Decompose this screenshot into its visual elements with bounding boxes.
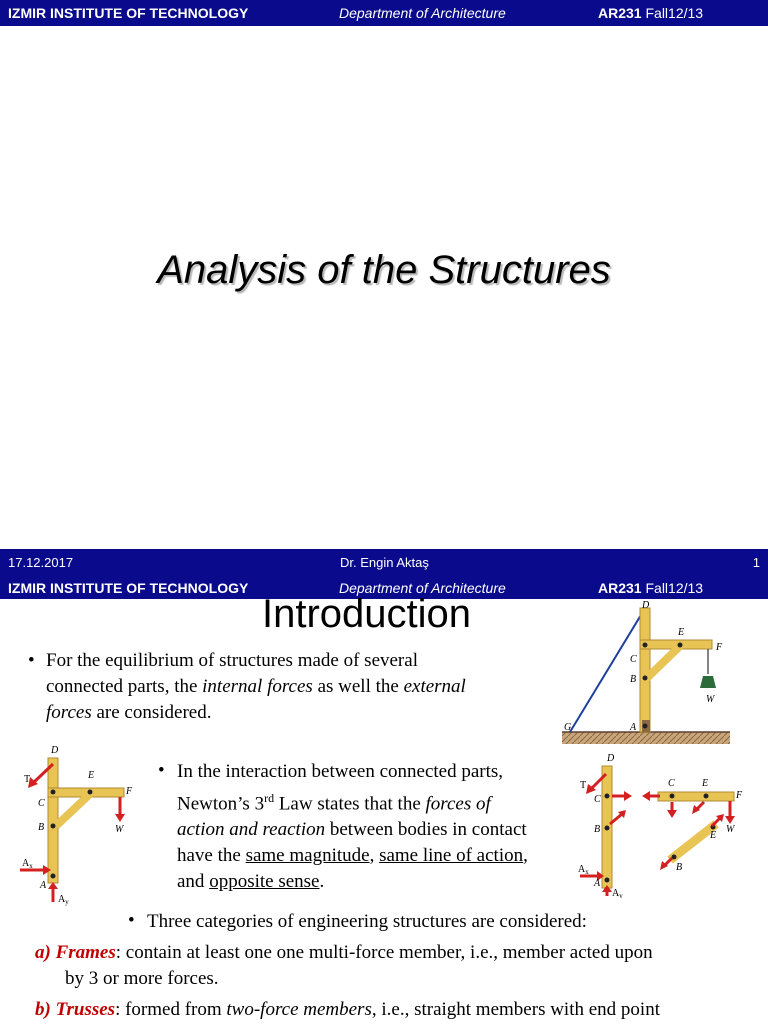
item-b-t1: : formed from: [115, 999, 227, 1020]
post: [639, 607, 651, 733]
department-name-2: Department of Architecture: [339, 580, 506, 596]
label-t: T: [580, 780, 586, 791]
label-f: F: [715, 642, 723, 653]
course-info: AR231 Fall12/13: [598, 0, 703, 26]
b2-t6: and: [177, 871, 210, 893]
b2-t4: between bodies in contact: [325, 819, 527, 841]
label-b: B: [630, 674, 636, 685]
b2-c1: ,: [369, 845, 380, 867]
b2-same-magnitude: same magnitude: [245, 845, 370, 867]
b2-sup: rd: [264, 791, 275, 805]
slide-number: 1: [752, 555, 760, 570]
item-b-label: b) Trusses: [35, 999, 116, 1020]
label-t: T: [24, 774, 30, 785]
label-c: C: [38, 798, 45, 809]
bullet-dot: •: [158, 760, 165, 781]
label-f: F: [125, 786, 133, 797]
b2-c2: ,: [523, 845, 528, 867]
label-ax: Ax: [578, 864, 589, 876]
bullet-1-text: For the equilibrium of structures made o…: [46, 648, 546, 726]
label-c: C: [594, 794, 601, 805]
item-b-t2: , i.e., straight members with end point: [371, 999, 660, 1020]
slide2-header-bar: IZMIR INSTITUTE OF TECHNOLOGY Department…: [0, 577, 768, 599]
label-g: G: [564, 722, 571, 733]
label-f: F: [735, 790, 743, 801]
label-b: B: [594, 824, 600, 835]
label-b2: B: [676, 862, 682, 873]
b2-same-line: same line of action: [379, 845, 524, 867]
label-e: E: [677, 627, 684, 638]
b2-action-reaction: action and reaction: [177, 819, 326, 841]
label-e: E: [87, 770, 94, 781]
exploded-members-figure: D T C B C E F W E B Ax A Ay: [578, 753, 743, 898]
frame-crane-figure: D E F C B W G A: [562, 600, 730, 744]
b2-t3: Law states that the: [274, 793, 426, 815]
b1-internal-forces: internal forces: [202, 676, 313, 697]
label-d: D: [606, 753, 615, 764]
label-a: A: [629, 722, 637, 733]
course-term-2: Fall12/13: [645, 580, 704, 596]
label-c: C: [630, 654, 637, 665]
slide1-footer-bar: 17.12.2017 Dr. Engin Aktaş 1: [0, 549, 768, 577]
label-w: W: [726, 824, 736, 835]
item-a-label: a) Frames: [35, 942, 116, 963]
institute-name: IZMIR INSTITUTE OF TECHNOLOGY: [8, 5, 249, 21]
b1-external: external: [403, 676, 466, 697]
b2-opposite-sense: opposite sense: [209, 871, 320, 893]
label-c2: C: [668, 778, 675, 789]
item-b-two-force: two-force members: [226, 999, 372, 1020]
label-d: D: [641, 600, 650, 611]
label-ay: Ay: [58, 894, 69, 906]
course-term: Fall12/13: [645, 5, 704, 21]
item-a-frames: a) Frames: contain at least one one mult…: [35, 940, 765, 992]
item-a-t1: : contain at least one one multi-force m…: [115, 942, 653, 963]
bullet-3-text: Three categories of engineering structur…: [147, 911, 587, 932]
b1-t2: connected parts, the: [46, 676, 203, 697]
bullet-dot: •: [28, 650, 35, 671]
b2-t7: .: [319, 871, 325, 893]
label-w: W: [706, 694, 716, 705]
cable: [569, 609, 645, 733]
course-code: AR231: [598, 5, 642, 21]
item-a-t2: by 3 or more forces.: [65, 968, 219, 989]
slide-title: Analysis of the Structures: [157, 248, 611, 292]
weight: [700, 676, 716, 688]
label-ay: Ay: [612, 888, 623, 898]
intro-title: Introduction: [262, 592, 472, 636]
b1-t3: as well the: [312, 676, 404, 697]
b2-forces-of: forces of: [425, 793, 491, 815]
bullet-dot: •: [128, 910, 135, 931]
slide-date: 17.12.2017: [8, 555, 74, 570]
department-name: Department of Architecture: [339, 5, 506, 21]
b1-t4: are considered.: [91, 702, 212, 723]
institute-name-2: IZMIR INSTITUTE OF TECHNOLOGY: [8, 580, 249, 596]
label-ax: Ax: [22, 858, 33, 870]
b1-forces: forces: [46, 702, 92, 723]
course-info-2: AR231 Fall12/13: [598, 577, 703, 599]
b2-line1: In the interaction between connected par…: [177, 761, 504, 782]
item-b-trusses: b) Trusses: formed from two-force member…: [35, 997, 768, 1023]
slide-author: Dr. Engin Aktaş: [340, 555, 429, 570]
course-code-2: AR231: [598, 580, 642, 596]
label-e2: E: [709, 830, 716, 841]
label-e: E: [701, 778, 708, 789]
label-a: A: [593, 878, 601, 889]
frame-free-body-figure: D T E F C B W Ax A Ay: [20, 745, 133, 906]
ground: [562, 732, 730, 744]
b1-line1: For the equilibrium of structures made o…: [46, 650, 418, 671]
bullet-2-text: In the interaction between connected par…: [177, 759, 577, 895]
slide1-header-bar: IZMIR INSTITUTE OF TECHNOLOGY Department…: [0, 0, 768, 26]
b2-t5: have the: [177, 845, 246, 867]
b2-t2: Newton’s 3: [177, 793, 265, 815]
label-a: A: [39, 880, 47, 891]
label-d: D: [50, 745, 59, 756]
label-b: B: [38, 822, 44, 833]
label-w: W: [115, 824, 125, 835]
